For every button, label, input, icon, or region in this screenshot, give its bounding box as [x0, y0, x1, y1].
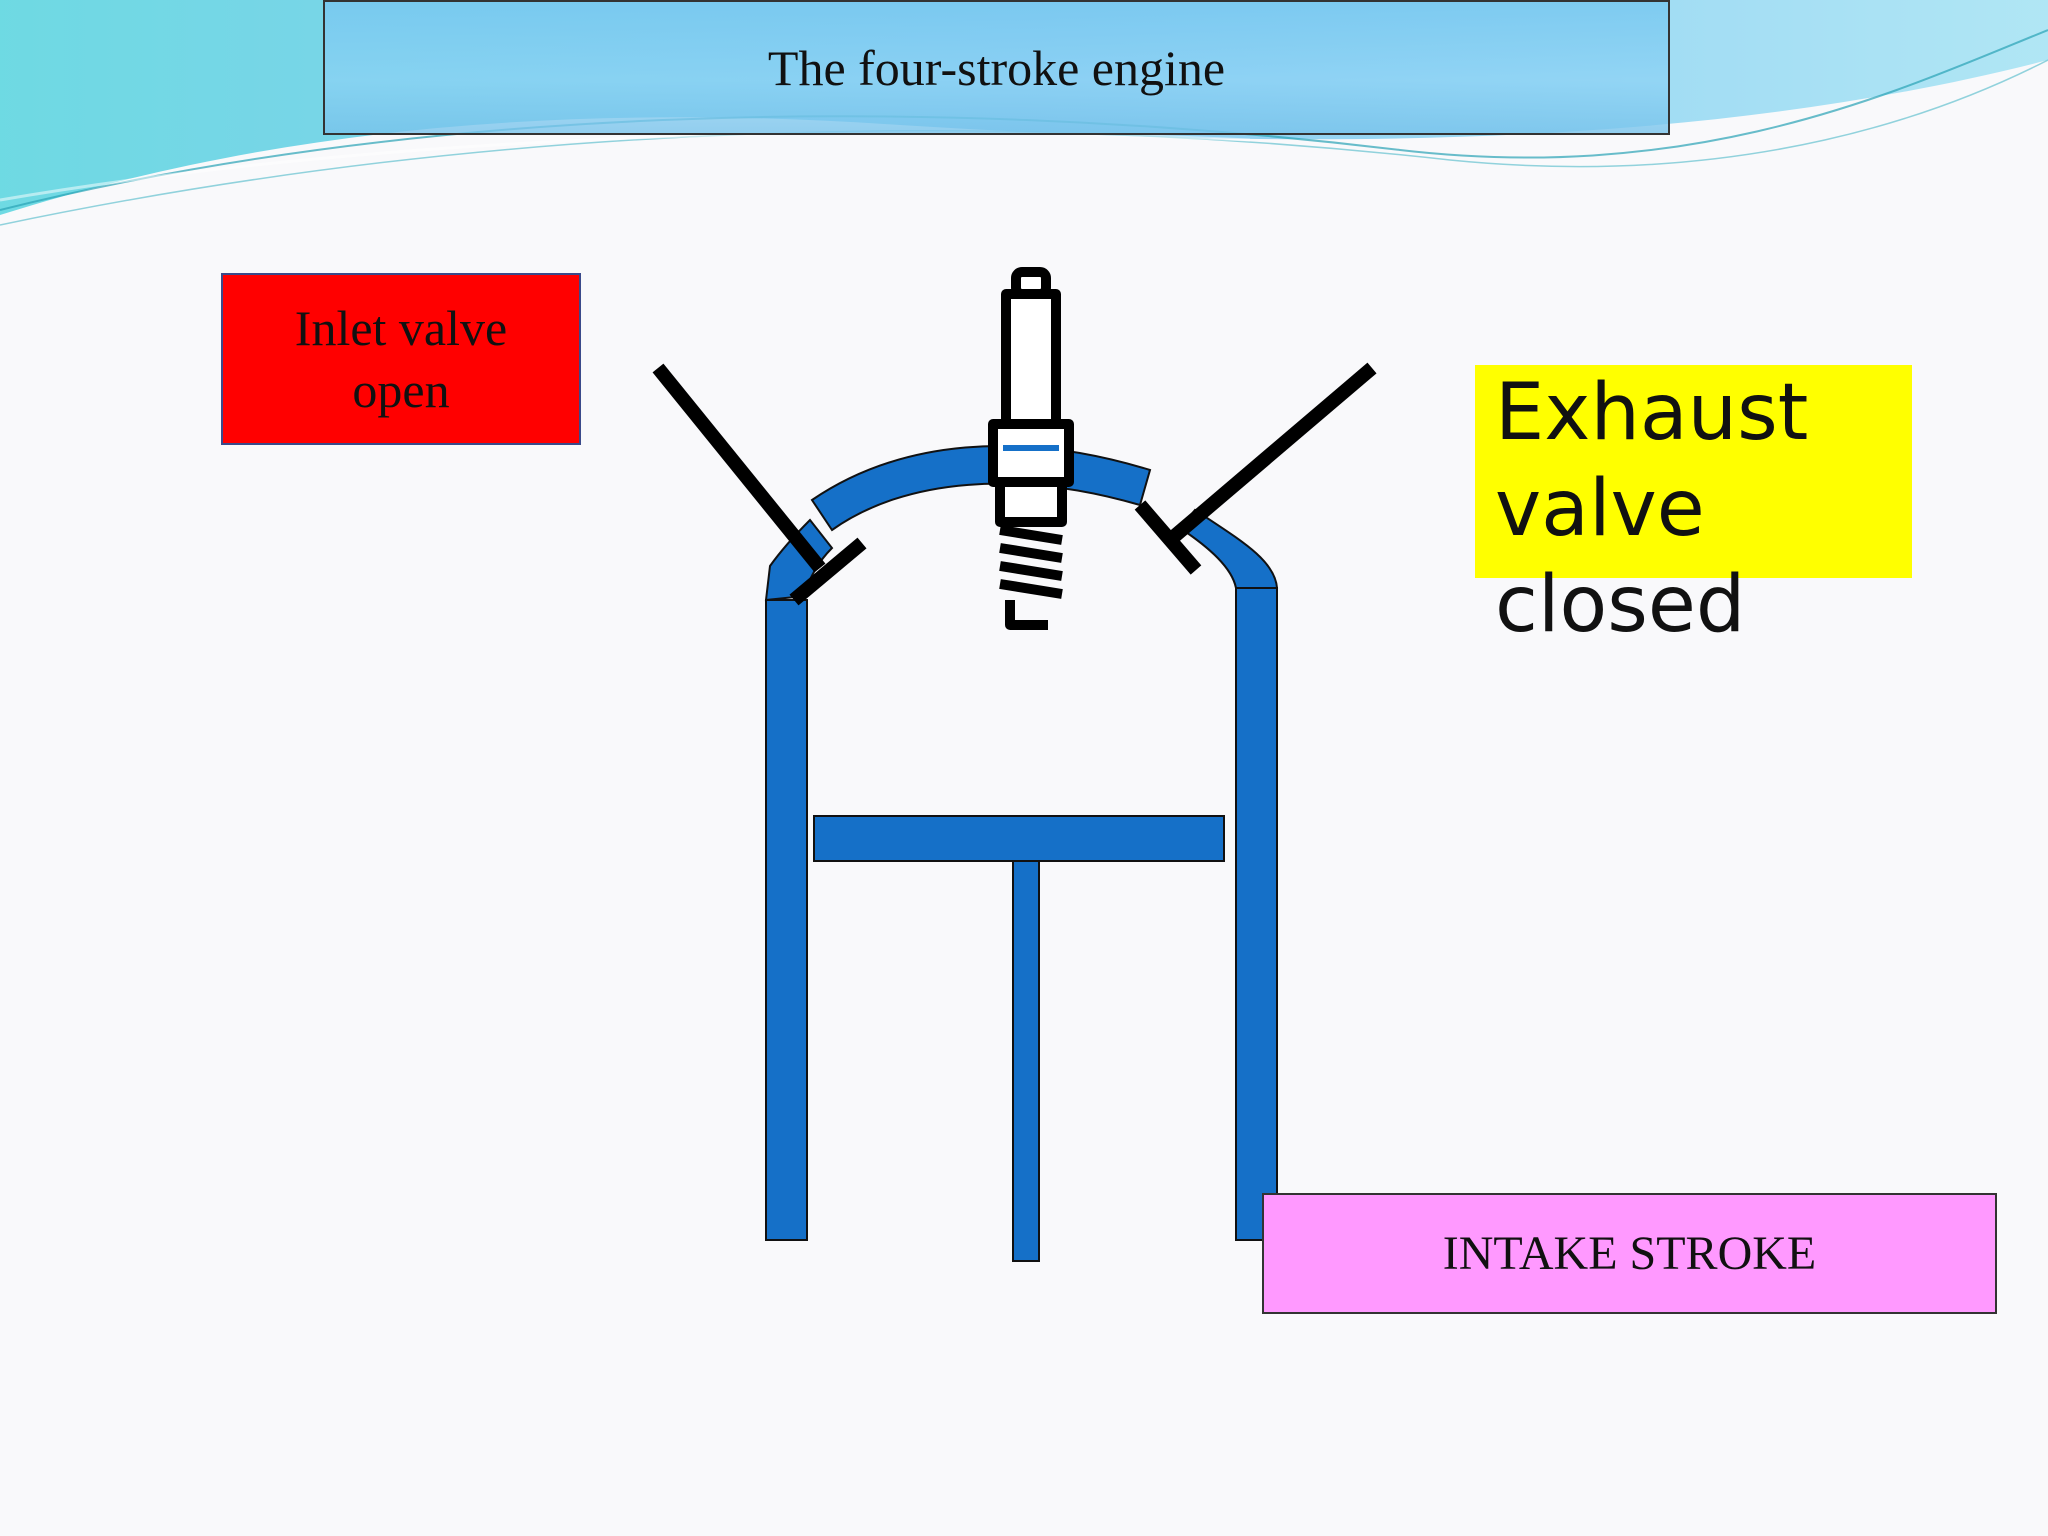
- piston-head: [813, 815, 1225, 862]
- piston: [813, 815, 1225, 1262]
- title-box: The four-stroke engine: [323, 0, 1670, 135]
- exhaust-valve: [1134, 362, 1377, 575]
- stroke-label-box: INTAKE STROKE: [1262, 1193, 1997, 1314]
- stroke-label: INTAKE STROKE: [1442, 1227, 1817, 1280]
- cylinder-dome: [810, 445, 1152, 532]
- connecting-rod: [1012, 860, 1040, 1262]
- inlet-valve: [652, 363, 867, 606]
- spark-plug-icon: [988, 267, 1074, 630]
- cylinder-left-wall: [765, 599, 808, 1241]
- cylinder-right-wall: [1235, 587, 1278, 1241]
- slide-title: The four-stroke engine: [767, 39, 1226, 96]
- inlet-valve-label: Inlet valve open: [294, 300, 508, 418]
- inlet-valve-label-box: Inlet valve open: [221, 273, 581, 445]
- exhaust-valve-label: Exhaust valve closed: [1495, 368, 1809, 650]
- cylinder-dome-right: [1178, 508, 1279, 589]
- exhaust-valve-label-box: [1475, 365, 1912, 578]
